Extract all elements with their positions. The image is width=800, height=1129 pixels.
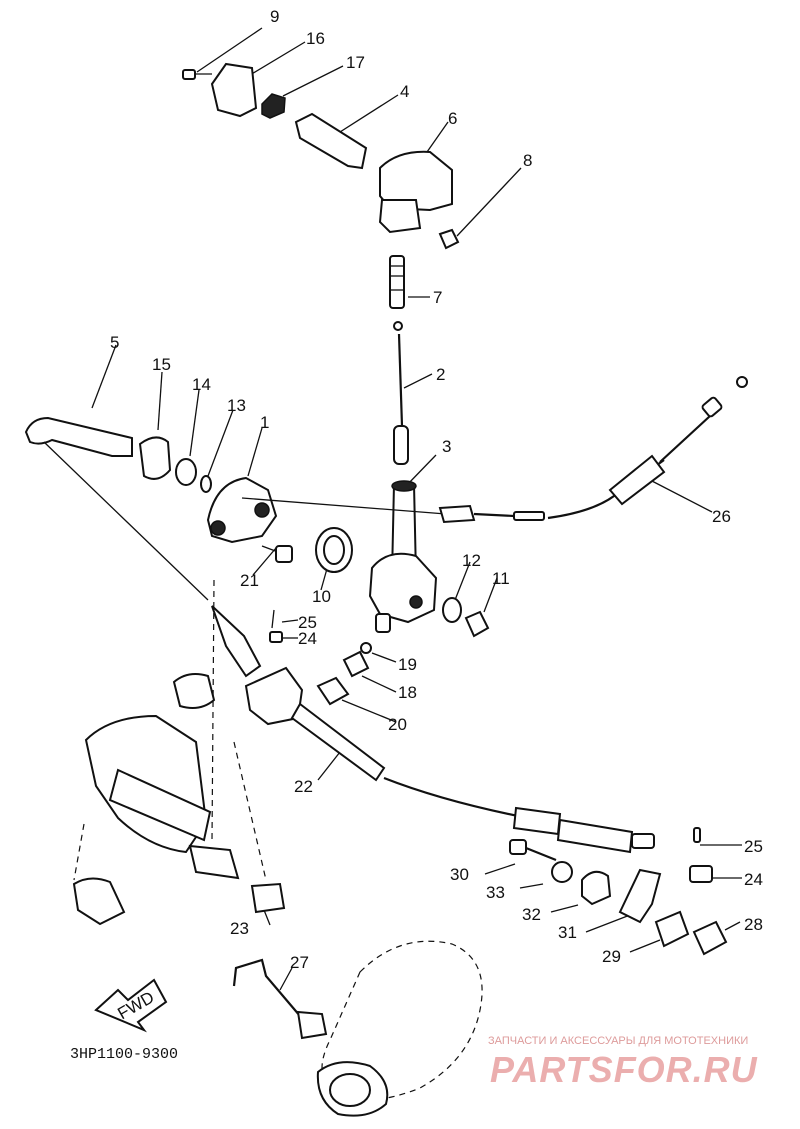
shift-column-group xyxy=(368,480,490,638)
rod-part-2 xyxy=(397,333,404,427)
callout-20: 20 xyxy=(388,715,407,734)
callout-26: 26 xyxy=(712,507,731,526)
callout-23: 23 xyxy=(230,919,249,938)
shift-cable-group xyxy=(241,376,748,524)
watermark-tagline: ЗАПЧАСТИ И АКСЕССУАРЫ ДЛЯ МОТОТЕХНИКИ xyxy=(488,1035,748,1047)
callout-6: 6 xyxy=(448,109,457,128)
screw-part-8 xyxy=(438,228,460,250)
callout-16: 16 xyxy=(306,29,325,48)
callout-17: 17 xyxy=(346,53,365,72)
rod-part-27 xyxy=(232,958,301,1017)
callout-27: 27 xyxy=(290,953,309,972)
callout-10: 10 xyxy=(312,587,331,606)
callout-15: 15 xyxy=(152,355,171,374)
callout-11: 11 xyxy=(492,569,510,588)
callout-28: 28 xyxy=(744,915,763,934)
leader-lines xyxy=(91,27,742,991)
fwd-arrow-badge: FWD xyxy=(94,978,168,1033)
rubber-part-4 xyxy=(294,112,368,170)
ring-part-13 xyxy=(200,475,212,493)
callout-24-lower: 24 xyxy=(744,870,763,889)
clip-part-17 xyxy=(261,93,286,119)
bolt-part-30 xyxy=(509,839,557,862)
callout-13: 13 xyxy=(227,396,246,415)
linkage-parts-group xyxy=(509,839,728,956)
boot-part-15 xyxy=(138,436,172,480)
callout-33: 33 xyxy=(486,883,505,902)
callout-24-upper: 24 xyxy=(298,629,317,648)
shift-pedal-cover-group xyxy=(182,62,460,250)
callout-1: 1 xyxy=(260,413,269,432)
spring-part-18 xyxy=(342,650,370,678)
watermark: ЗАПЧАСТИ И АКСЕССУАРЫ ДЛЯ МОТОТЕХНИКИ PA… xyxy=(488,1035,758,1090)
washer-part-12 xyxy=(442,597,462,623)
washer-part-33 xyxy=(551,861,573,883)
ball-part-19 xyxy=(360,642,372,654)
callout-31: 31 xyxy=(558,923,577,942)
frame-outline xyxy=(43,441,286,926)
callout-8: 8 xyxy=(523,151,532,170)
stopper-part-20 xyxy=(316,676,350,706)
spring-part-7 xyxy=(389,255,405,309)
callout-14: 14 xyxy=(192,375,211,394)
callout-19: 19 xyxy=(398,655,417,674)
bush-part-11 xyxy=(464,610,490,638)
watermark-brand: PARTSFOR.RU xyxy=(490,1049,758,1090)
shift-housing-group xyxy=(206,476,353,573)
callout-21: 21 xyxy=(240,571,259,590)
washer-part-14 xyxy=(175,458,197,486)
callout-12: 12 xyxy=(462,551,481,570)
callout-4: 4 xyxy=(400,82,409,101)
callout-25-lower: 25 xyxy=(744,837,763,856)
bottom-assembly xyxy=(232,940,483,1117)
detent-group xyxy=(316,642,372,706)
callout-9: 9 xyxy=(270,7,279,26)
callout-32: 32 xyxy=(522,905,541,924)
shift-arm-group xyxy=(24,416,212,493)
pedal-part-6 xyxy=(378,150,453,234)
callout-5: 5 xyxy=(110,333,119,352)
bolt-part-9 xyxy=(182,69,212,80)
callout-18: 18 xyxy=(398,683,417,702)
shift-arm-part-5 xyxy=(24,416,133,457)
nut-part-28 xyxy=(692,920,728,956)
lower-shaft-group xyxy=(211,605,713,883)
callout-29: 29 xyxy=(602,947,621,966)
diagram-code: 3HP1100-9300 xyxy=(70,1046,178,1063)
callout-30: 30 xyxy=(450,865,469,884)
bolt-part-21 xyxy=(261,545,293,563)
collar-part-32 xyxy=(581,870,612,906)
callout-25-upper: 25 xyxy=(298,613,317,632)
plate-part-16 xyxy=(210,62,258,118)
lever-part-31 xyxy=(618,868,662,924)
callout-3: 3 xyxy=(442,437,451,456)
callout-labels: 9 16 17 4 6 8 7 2 3 5 15 14 13 1 21 10 1… xyxy=(110,7,763,972)
callout-2: 2 xyxy=(436,365,445,384)
collar-part-29 xyxy=(654,910,690,948)
rod-part-22 xyxy=(290,702,386,782)
callout-22: 22 xyxy=(294,777,313,796)
callout-7: 7 xyxy=(433,288,442,307)
shift-rod-group xyxy=(389,255,409,465)
